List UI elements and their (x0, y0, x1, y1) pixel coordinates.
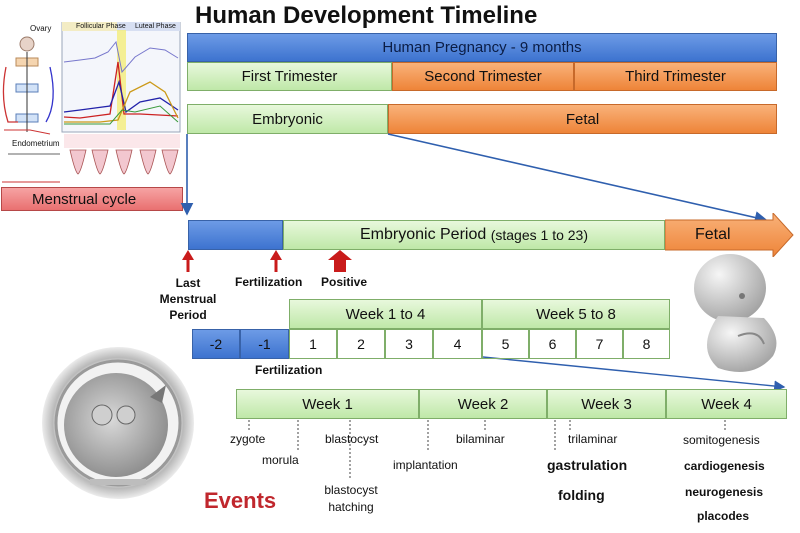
event-morula: morula (262, 453, 299, 467)
follicular-phase-label: Follicular Phase (76, 23, 126, 30)
fetal-connector (387, 133, 768, 224)
week-cell: 1 (289, 329, 337, 359)
menstrual-cycle-bar: Menstrual cycle (1, 187, 183, 211)
stages-note: (stages 1 to 23) (490, 227, 588, 243)
week-cell: 4 (433, 329, 482, 359)
fertilization-week-label: Fertilization (255, 363, 323, 377)
detail-week-2-label: Week 2 (457, 395, 509, 413)
pregnancy-bar: Human Pregnancy - 9 months (187, 33, 777, 62)
third-trimester-bar: Third Trimester (574, 62, 777, 91)
week-number: 7 (595, 336, 604, 352)
page-title: Human Development Timeline (195, 2, 538, 29)
detail-week-3-label: Week 3 (581, 395, 632, 413)
detail-week-4-label: Week 4 (701, 395, 752, 413)
week-cell: -1 (240, 329, 289, 359)
week-cell: 5 (482, 329, 529, 359)
positive-label: Positive (321, 275, 368, 289)
ovary-label: Ovary (30, 24, 52, 33)
week-number: 8 (642, 336, 651, 352)
event-blastocyst-hatching-line-2: hatching (328, 500, 374, 514)
event-cardiogenesis: cardiogenesis (684, 459, 765, 473)
pregnancy-label: Human Pregnancy - 9 months (382, 39, 582, 56)
menstrual-cycle-label: Menstrual cycle (32, 190, 137, 208)
detail-week-3: Week 3 (547, 389, 666, 419)
event-blastocyst: blastocyst (325, 432, 379, 446)
lmp-line-1: Last (175, 276, 201, 290)
oocyte-illustration (42, 347, 194, 499)
positive-marker (328, 250, 352, 272)
fertilization-marker-label: Fertilization (235, 275, 303, 289)
detail-week-2: Week 2 (419, 389, 547, 419)
week-group-5-8-label: Week 5 to 8 (536, 305, 616, 323)
detail-week-1: Week 1 (236, 389, 419, 419)
event-trilaminar: trilaminar (568, 432, 618, 446)
week-number: 3 (405, 336, 413, 352)
detail-week-4: Week 4 (666, 389, 787, 419)
week-cell: 6 (529, 329, 576, 359)
fetal-arrow (665, 213, 794, 257)
week-number: 2 (357, 336, 365, 352)
week-number: 1 (309, 336, 317, 352)
embryonic-label: Embryonic (252, 110, 323, 128)
event-blastocyst-hatching-line-1: blastocyst (324, 483, 378, 497)
event-bilaminar: bilaminar (456, 432, 505, 446)
week-group-1-4-label: Week 1 to 4 (345, 305, 426, 323)
event-folding: folding (558, 487, 605, 503)
embryonic-bar: Embryonic (187, 104, 388, 134)
week-number: -1 (258, 336, 271, 352)
menstrual-cycle-figure: Ovary Follicular Phase Luteal Phase Endo… (0, 21, 183, 187)
luteal-phase-label: Luteal Phase (135, 23, 176, 30)
pre-embryonic-segment (188, 220, 283, 250)
fetal-bar: Fetal (388, 104, 777, 134)
events-title: Events (204, 488, 277, 513)
third-trimester-label: Third Trimester (625, 68, 726, 85)
second-trimester-bar: Second Trimester (392, 62, 574, 91)
week-cell: 2 (337, 329, 385, 359)
event-zygote: zygote (230, 432, 266, 446)
lmp-line-3: Period (169, 308, 207, 322)
fertilization-marker (270, 250, 282, 272)
week-group-1-4: Week 1 to 4 (289, 299, 482, 329)
week-number: 5 (501, 336, 510, 352)
week-group-5-8: Week 5 to 8 (482, 299, 670, 329)
detail-week-1-label: Week 1 (302, 395, 353, 413)
first-trimester-bar: First Trimester (187, 62, 392, 91)
week-cell: 8 (623, 329, 670, 359)
endometrium-label: Endometrium (12, 139, 60, 148)
week-cell: 7 (576, 329, 623, 359)
embryonic-period-bar: Embryonic Period (stages 1 to 23) (283, 220, 665, 250)
lmp-line-2: Menstrual (159, 292, 217, 306)
event-blastocyst-hatching: blastocyst hatching (312, 482, 390, 516)
fetus-illustration (694, 254, 777, 372)
fetal-label: Fetal (565, 110, 600, 128)
week-detail-connector (482, 356, 786, 392)
menstrual-cycle-illustration (0, 21, 183, 187)
week-number: 4 (453, 336, 462, 352)
lmp-label: Last Menstrual Period (150, 275, 226, 323)
fetal-timeline-label: Fetal (695, 226, 731, 243)
second-trimester-label: Second Trimester (424, 68, 542, 85)
event-placodes: placodes (697, 509, 750, 523)
event-implantation: implantation (393, 458, 458, 472)
event-somitogenesis: somitogenesis (683, 433, 760, 447)
lmp-marker (182, 250, 194, 272)
embryonic-period-label: Embryonic Period (359, 226, 487, 243)
first-trimester-label: First Trimester (241, 68, 338, 85)
week-cell: 3 (385, 329, 433, 359)
event-gastrulation: gastrulation (547, 457, 628, 473)
week-cell: -2 (192, 329, 240, 359)
week-number: -2 (209, 336, 223, 352)
week-number: 6 (548, 336, 557, 352)
event-neurogenesis: neurogenesis (685, 485, 764, 499)
